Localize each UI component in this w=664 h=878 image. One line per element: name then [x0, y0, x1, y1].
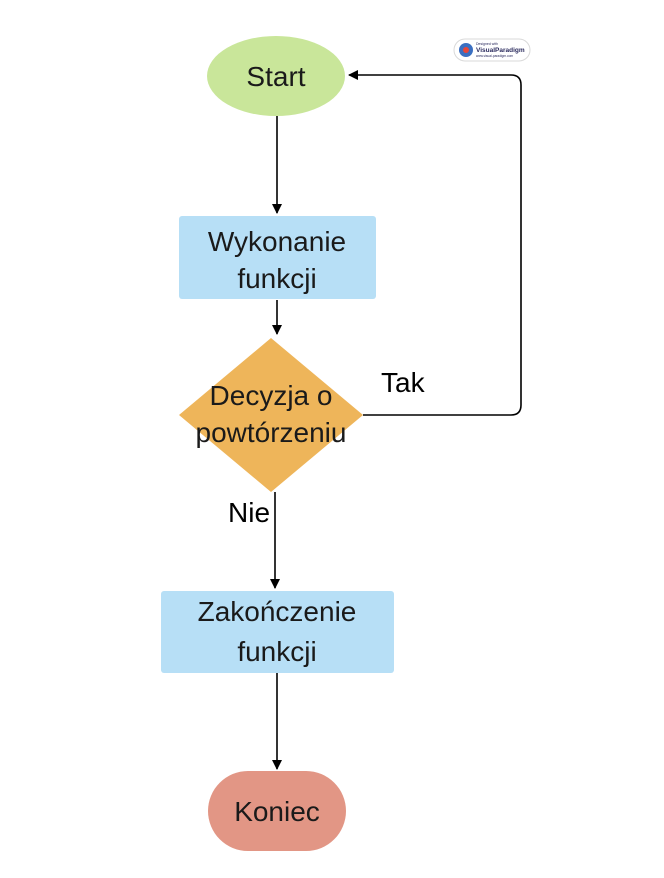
decision-label-line1: Decyzja o — [210, 380, 333, 411]
watermark-brand: VisualParadigm — [476, 47, 525, 54]
watermark-small-top: Designed with — [476, 42, 498, 46]
decision-shape — [179, 338, 363, 492]
execute-function-label-line1: Wykonanie — [208, 226, 346, 257]
execute-function-node[interactable]: Wykonanie funkcji — [179, 216, 376, 299]
end-label: Koniec — [234, 796, 320, 827]
execute-function-shape — [179, 216, 376, 299]
start-shape — [207, 36, 345, 116]
start-node[interactable]: Start — [207, 36, 345, 116]
finish-function-node[interactable]: Zakończenie funkcji — [161, 591, 394, 673]
finish-function-label-line1: Zakończenie — [198, 596, 357, 627]
watermark-small-bottom: www.visual-paradigm.com — [476, 54, 513, 58]
decision-node[interactable]: Decyzja o powtórzeniu — [179, 338, 363, 492]
finish-function-shape — [161, 591, 394, 673]
edge-label-no: Nie — [228, 497, 270, 528]
finish-function-label-line2: funkcji — [237, 636, 316, 667]
execute-function-label-line2: funkcji — [237, 263, 316, 294]
watermark-badge — [453, 38, 531, 62]
end-node[interactable]: Koniec — [208, 771, 346, 851]
visual-paradigm-watermark: Designed with VisualParadigm www.visual-… — [453, 38, 531, 62]
start-label: Start — [246, 61, 305, 92]
edge-decision-loop-back-to-start — [348, 70, 522, 416]
decision-label-line2: powtórzeniu — [196, 417, 347, 448]
end-shape — [208, 771, 346, 851]
edge-label-yes: Tak — [381, 367, 426, 398]
visual-paradigm-logo-icon-inner — [463, 47, 469, 53]
